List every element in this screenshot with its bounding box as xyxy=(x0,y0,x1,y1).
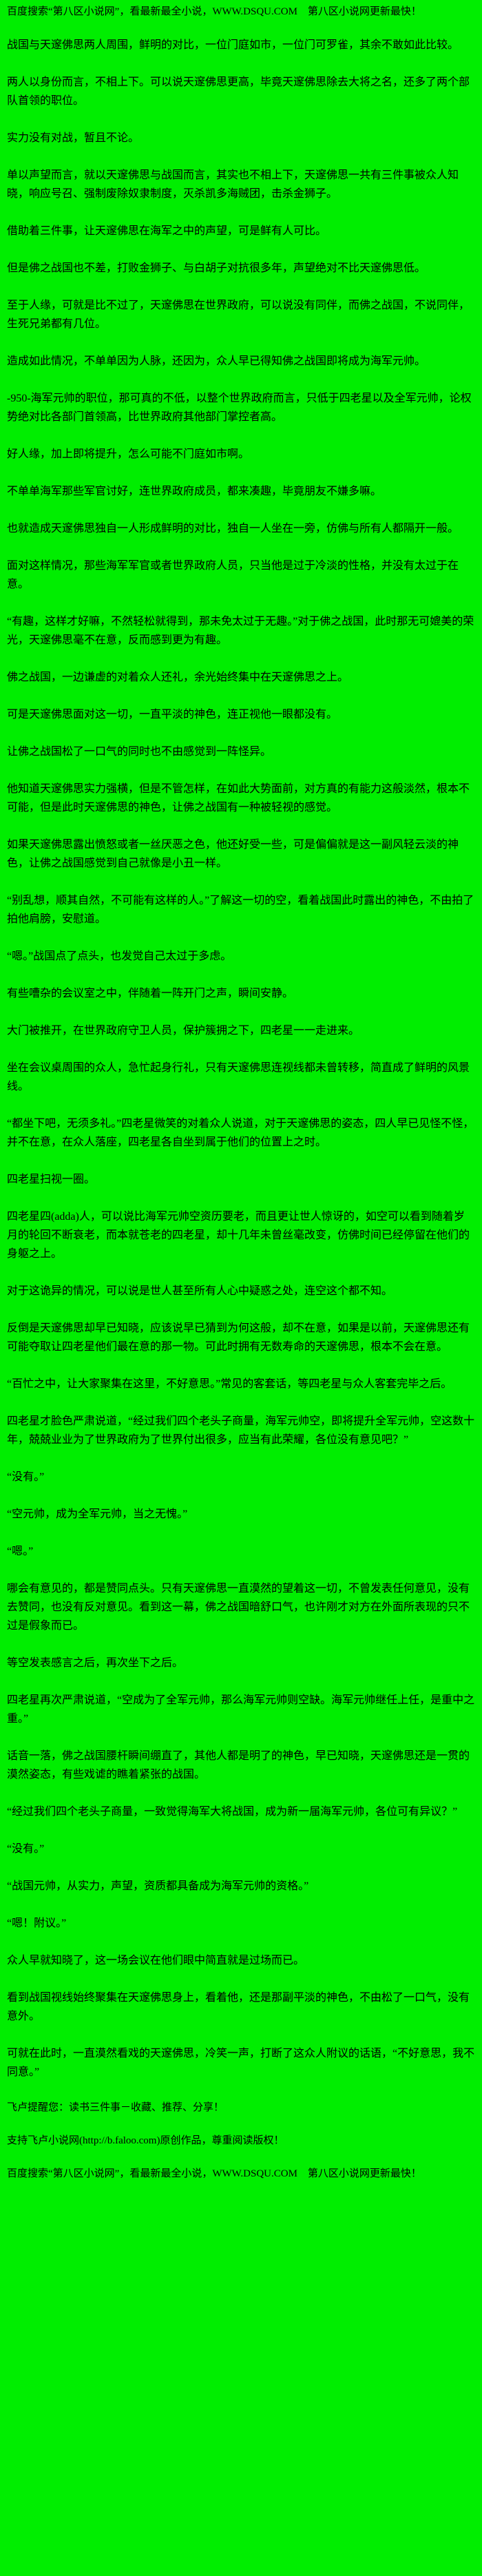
novel-paragraph: 可是天邃佛思面对这一切，一直平淡的神色，连正视他一眼都没有。 xyxy=(7,709,338,720)
novel-paragraph: “空元帅，成为全军元帅，当之无愧。” xyxy=(7,1508,188,1520)
novel-paragraph: 哪会有意见的，都是赞同点头。只有天邃佛思一直漠然的望着这一切，不曾发表任何意见，… xyxy=(7,1583,470,1632)
novel-paragraph: 四老星扫视一圈。 xyxy=(7,1174,96,1185)
novel-paragraph: -950-海军元帅的职位，那可真的不低，以整个世界政府而言，只低于四老星以及全军… xyxy=(7,393,472,423)
novel-paragraph: 大门被推开，在世界政府守卫人员，保护簇拥之下，四老星一一走进来。 xyxy=(7,1025,360,1037)
novel-paragraph: “嗯！附议。” xyxy=(7,1918,67,1929)
novel-paragraph: “经过我们四个老头子商量，一致觉得海军大将战国，成为新一届海军元帅，各位可有异议… xyxy=(7,1806,458,1818)
faloo-reminder: 飞卢提醒您：读书三件事－收藏、推荐、分享！ xyxy=(7,2102,224,2113)
novel-paragraph: 至于人缘，可就是比不过了，天邃佛思在世界政府，可以说没有同伴，而佛之战国，不说同… xyxy=(7,300,470,330)
novel-paragraph: 看到战国视线始终聚集在天邃佛思身上，看着他，还是那副平淡的神色，不由松了一口气，… xyxy=(7,1992,470,2022)
novel-paragraph: 反倒是天邃佛思却早已知晓，应该说早已猜到为何这般，却不在意，如果是以前，天邃佛思… xyxy=(7,1322,470,1353)
faloo-copyright: 支持飞卢小说网(http://b.faloo.com)原创作品，尊重阅读版权！ xyxy=(7,2135,284,2146)
novel-paragraph: 实力没有对战，暂且不论。 xyxy=(7,132,140,144)
novel-paragraph: 好人缘，加上即将提升，怎么可能不门庭如市啊。 xyxy=(7,448,250,460)
novel-paragraph: 他知道天邃佛思实力强横，但是不管怎样，在如此大势面前，对方真的有能力这般淡然，根… xyxy=(7,783,470,813)
novel-paragraph: 让佛之战国松了一口气的同时也不由感觉到一阵怪异。 xyxy=(7,746,272,758)
novel-paragraph: 话音一落，佛之战国腰杆瞬间绷直了，其他人都是明了的神色，早已知晓，天邃佛思还是一… xyxy=(7,1750,470,1780)
site-banner-bottom: 百度搜索“第八区小说网”，看最新最全小说，WWW.DSQU.COM 第八区小说网… xyxy=(7,2168,421,2179)
novel-paragraph: 单以声望而言，就以天邃佛思与战国而言，其实也不相上下，天邃佛思一共有三件事被众人… xyxy=(7,169,459,200)
novel-paragraph: 坐在会议桌周围的众人，急忙起身行礼，只有天邃佛思连视线都未曾转移，简直成了鲜明的… xyxy=(7,1062,470,1092)
novel-paragraph: “嗯。”战国点了点头，也发觉自己太过于多虑。 xyxy=(7,951,232,962)
novel-paragraph: “有趣，这样才好嘛，不然轻松就得到，那未免太过于无趣。”对于佛之战国，此时那无可… xyxy=(7,616,474,646)
novel-paragraph: 两人以身份而言，不相上下。可以说天邃佛思更高，毕竟天邃佛思除去大将之名，还多了两… xyxy=(7,76,470,107)
novel-paragraph: 面对这样情况，那些海军军官或者世界政府人员，只当他是过于冷淡的性格，并没有太过于… xyxy=(7,560,459,590)
novel-reader-page: 百度搜索“第八区小说网”，看最新最全小说，WWW.DSQU.COM 第八区小说网… xyxy=(7,6,475,2181)
novel-paragraph: “都坐下吧，无须多礼。”四老星微笑的对着众人说道，对于天邃佛思的姿态，四人早已见… xyxy=(7,1118,474,1148)
novel-paragraph: 四老星才脸色严肃说道，“经过我们四个老头子商量，海军元帅空，即将提升全军元帅，空… xyxy=(7,1415,475,1446)
novel-paragraph: 战国与天邃佛思两人周围，鲜明的对比，一位门庭如市，一位门可罗雀，其余不敢如此比较… xyxy=(7,39,459,51)
novel-paragraph: 四老星再次严肃说道，“空成为了全军元帅，那么海军元帅则空缺。海军元帅继任上任，是… xyxy=(7,1694,475,1725)
novel-paragraph: 但是佛之战国也不差，打败金狮子、与白胡子对抗很多年，声望绝对不比天邃佛思低。 xyxy=(7,262,426,274)
novel-paragraph: 四老星四(adda)人，可以说比海军元帅空资历要老，而且更让世人惊讶的，如空可以… xyxy=(7,1211,470,1260)
novel-paragraph: 如果天邃佛思露出愤怒或者一丝厌恶之色，他还好受一些，可是偏偏就是这一副风轻云淡的… xyxy=(7,839,459,869)
novel-paragraph: 可就在此时，一直漠然看戏的天邃佛思，冷笑一声，打断了这众人附议的话语，“不好意思… xyxy=(7,2048,475,2078)
novel-paragraph: 佛之战国，一边谦虚的对着众人还礼，余光始终集中在天邃佛思之上。 xyxy=(7,672,349,683)
novel-paragraph: “嗯。” xyxy=(7,1546,34,1557)
novel-paragraph: “别乱想，顺其自然，不可能有这样的人。”了解这一切的空，看着战国此时露出的神色，… xyxy=(7,895,474,925)
novel-content: 战国与天邃佛思两人周围，鲜明的对比，一位门庭如市，一位门可罗雀，其余不敢如此比较… xyxy=(7,36,475,2081)
novel-paragraph: “没有。” xyxy=(7,1471,45,1483)
site-banner-top: 百度搜索“第八区小说网”，看最新最全小说，WWW.DSQU.COM 第八区小说网… xyxy=(7,6,421,17)
novel-paragraph: 有些嘈杂的会议室之中，伴随着一阵开门之声，瞬间安静。 xyxy=(7,988,294,999)
novel-paragraph: 也就造成天邃佛思独自一人形成鲜明的对比，独自一人坐在一旁，仿佛与所有人都隔开一般… xyxy=(7,523,459,534)
novel-paragraph: 借助着三件事，让天邃佛思在海军之中的声望，可是鲜有人可比。 xyxy=(7,225,327,237)
novel-paragraph: 对于这诡异的情况，可以说是世人甚至所有人心中疑惑之处，连空这个都不知。 xyxy=(7,1285,393,1297)
novel-paragraph: “百忙之中，让大家聚集在这里，不好意思。”常见的客套话，等四老星与众人客套完毕之… xyxy=(7,1378,452,1390)
novel-paragraph: “战国元帅，从实力，声望，资质都具备成为海军元帅的资格。” xyxy=(7,1880,309,1892)
novel-paragraph: 众人早就知晓了，这一场会议在他们眼中简直就是过场而已。 xyxy=(7,1955,305,1966)
page-footer: 飞卢提醒您：读书三件事－收藏、推荐、分享！ 支持飞卢小说网(http://b.f… xyxy=(7,2100,475,2181)
novel-paragraph: 造成如此情况，不单单因为人脉，还因为，众人早已得知佛之战国即将成为海军元帅。 xyxy=(7,355,426,367)
novel-paragraph: 不单单海军那些军官讨好，连世界政府成员，都来凑趣，毕竟朋友不嫌多嘛。 xyxy=(7,486,382,497)
novel-paragraph: 等空发表感言之后，再次坐下之后。 xyxy=(7,1657,184,1669)
novel-paragraph: “没有。” xyxy=(7,1843,45,1855)
